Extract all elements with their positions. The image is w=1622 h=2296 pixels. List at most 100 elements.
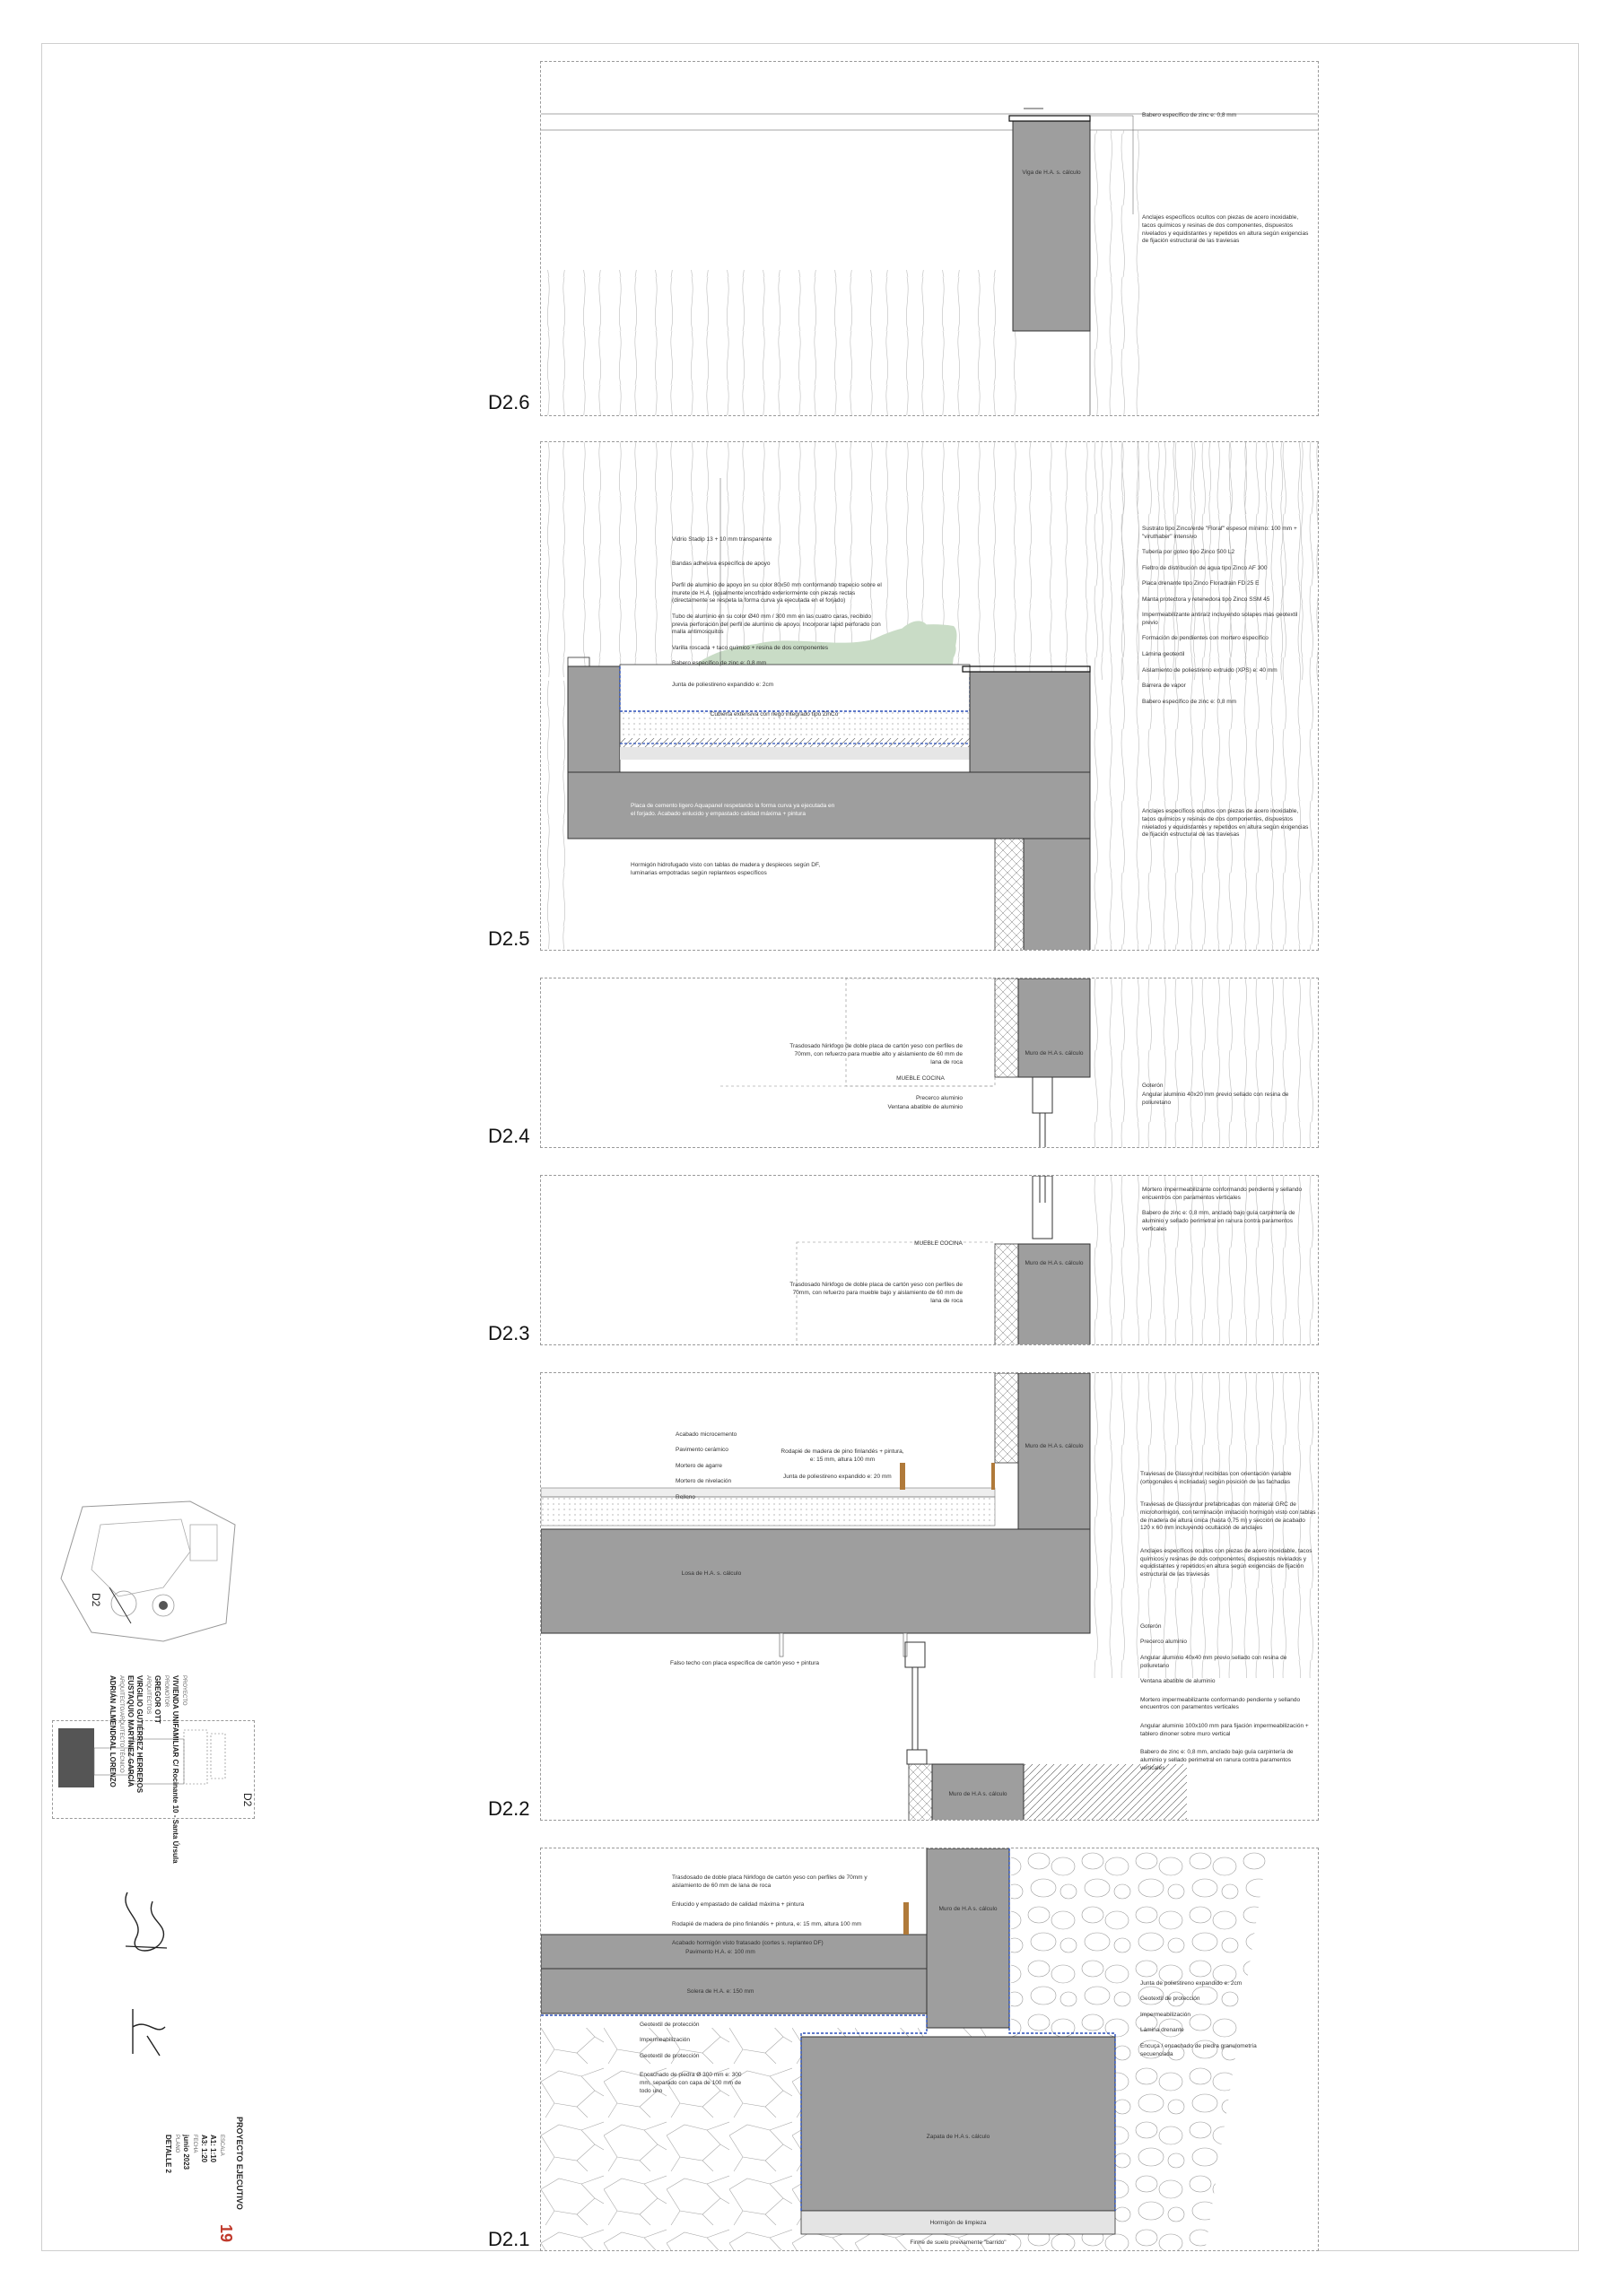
tb-arquitectos-label: ARQUITECTOS: [145, 1675, 151, 1715]
d2-5-left-note-6: Babero específico de zinc e: 0,8 mm: [672, 660, 767, 667]
tb-aparejador: ADRIÁN ALMENDRAL LORENZO: [109, 1675, 117, 1787]
d2-2-right-note-2: Traviesas de Glassyrdur prefabricadas co…: [1140, 1501, 1316, 1532]
d2-5-right-note-5: Manta protectora y retenedora tipo Zinco…: [1142, 596, 1270, 603]
d2-3-wall-label: Muro de H.A s. cálculo: [1025, 1260, 1084, 1266]
d2-1-right-note-3: Impermeabilización: [1140, 2011, 1190, 2018]
key-plan-drawing: [60, 1500, 236, 1642]
d2-1-blinding-label: Hormigón de limpieza: [929, 2220, 987, 2226]
title-block: PROYECTO VIVIENDA UNIFAMILIAR C/ Rocinan…: [56, 1668, 253, 2242]
d2-1-wall-label: Muro de H.A s. cálculo: [938, 1906, 998, 1912]
detail-tag-d2-5: D2.5: [488, 927, 530, 950]
d2-1-footing-label: Zapata de H.A s. cálculo: [926, 2134, 990, 2140]
d2-5-left-note-3: Perfil de aluminio de apoyo en su color …: [672, 581, 882, 604]
d2-5-drawing: [541, 442, 1318, 950]
key-plan-label: D2: [90, 1593, 102, 1607]
d2-5-right-note-11: Babero específico de zinc e: 0,8 mm: [1142, 698, 1237, 705]
d2-1-left-note-8: Encachado de piedra Ø 300 mm e: 300 mm, …: [640, 2072, 742, 2094]
d2-1-left-note-6: Impermeabilización: [640, 2037, 690, 2044]
tb-promotor-label: PROMOTOR: [163, 1675, 169, 1708]
d2-1-left-notes-top: Trasdosado de doble placa Nirkfogo de ca…: [672, 1866, 878, 1956]
detail-tag-d2-2: D2.2: [488, 1797, 530, 1820]
d2-1-right-note-1: Junta de poliestireno expandido e: 2cm: [1140, 1979, 1243, 1987]
d2-6-drawing: [541, 108, 1318, 415]
d2-2-left-note-5: Relleno: [676, 1493, 696, 1500]
detail-d2-1: Muro de H.A s. cálculo Pavimento H.A. e:…: [540, 1848, 1319, 2251]
d2-5-left-note-8: Placa de cemento ligero Aquapanel respet…: [631, 803, 835, 817]
tb-escala-1: A1: 1:10: [209, 2135, 217, 2163]
d2-5-right-notes: Sustrato tipo Zinco/erde "Floraf" espeso…: [1142, 517, 1312, 714]
d2-5-left-notes: Vidrio Stadip 13 + 10 mm transparente Ba…: [672, 528, 887, 698]
d2-4-drawing: [720, 978, 1318, 1147]
detail-tag-d2-1: D2.1: [488, 2228, 530, 2250]
d2-2-left-note-3: Mortero de agarre: [676, 1462, 723, 1469]
d2-5-left-note-9: Hormigón hidrofugado visto con tablas de…: [631, 862, 821, 876]
d2-5-right-note-8: Lámina geotextil: [1142, 651, 1185, 658]
d2-1-left-note-7: Geotextil de protección: [640, 2052, 700, 2059]
d2-3-cabinet-label: MUEBLE COCINA: [914, 1240, 963, 1247]
d2-1-left-note-2: Enlucido y empastado de calidad máxima +…: [672, 1901, 805, 1909]
tb-plano-label: PLANO: [174, 2135, 179, 2153]
d2-1-left-note-3: Rodapié de madera de pino finlandés + pi…: [672, 1920, 862, 1927]
d2-1-right-note-2: Geotextil de protección: [1140, 1996, 1200, 2003]
d2-2-drawing: [541, 1373, 1318, 1820]
d2-2-left-notes-stack: Acabado microcemento Pavimento cerámico …: [676, 1423, 783, 1509]
d2-5-right-note-9: Aislamiento de poliestireno extruido (XP…: [1142, 666, 1278, 674]
d2-4-right-note-1: Goterón: [1142, 1083, 1164, 1089]
d2-5-right-note-2: Tubería por goteo tipo Zinco 500 L2: [1142, 549, 1235, 556]
d2-2-left-note-4: Mortero de nivelación: [676, 1478, 732, 1485]
d2-5-right-note-6: Impermeabilizante antiraíz incluyendo so…: [1142, 612, 1298, 626]
d2-2-wall-label-upper: Muro de H.A s. cálculo: [1025, 1443, 1084, 1449]
d2-5-right-note-4: Placa drenante tipo Zinco Floradrain FD …: [1142, 580, 1260, 587]
d2-2-left-note-6: Rodapié de madera de pino finlandés + pi…: [780, 1448, 904, 1463]
signature-2-icon: [132, 2009, 166, 2057]
signature-1-icon: [125, 1892, 168, 1952]
d2-6-note-1: Babero específico de zinc e: 0,8 mm: [1142, 112, 1237, 118]
d2-5-left-note-2: Bandas adhesiva específica de apoyo: [672, 561, 771, 568]
key-section-drawing: [58, 1728, 226, 1787]
d2-3-right-note-1: Mortero impermeabilizante conformando pe…: [1142, 1187, 1303, 1201]
d2-5-left-note-7: Junta de poliestireno expandido e: 2cm: [672, 682, 774, 689]
tb-arquitecto-1: VIRGILIO GUTIÉRREZ HERREROS: [135, 1675, 144, 1794]
d2-1-right-note-5: Encuça / encachado de piedra granulometr…: [1140, 2042, 1257, 2057]
d2-2-right-note-4: Goterón: [1140, 1622, 1162, 1630]
tb-aparejador-label: ARQUITECTO/ARQUITECTO TÉCNICO: [118, 1675, 124, 1773]
d2-5-left-note-4: Tubo de aluminio en su color Ø40 mm / 30…: [672, 613, 881, 636]
d2-1-subgrade-label: Firme de suelo previamente "barrido": [910, 2239, 1007, 2246]
detail-d2-5: Cubierta extensiva con riego integrado t…: [540, 441, 1319, 951]
d2-1-left-note-5: Geotextil de protección: [640, 2021, 700, 2028]
d2-3-left-note-1: Trasdosado Nirkfogo de doble placa de ca…: [789, 1282, 963, 1304]
d2-1-right-note-4: Lámina drenante: [1140, 2027, 1184, 2034]
d2-4-right-note-2: Angular aluminio 40x20 mm previo sellado…: [1142, 1091, 1289, 1106]
d2-2-left-note-7: Junta de poliestireno expandido e: 20 mm: [783, 1474, 892, 1480]
tb-escala-label: ESCALA: [219, 2135, 224, 2156]
d2-5-left-note-1: Vidrio Stadip 13 + 10 mm transparente: [672, 535, 772, 543]
d2-4-wall-label: Muro de H.A s. cálculo: [1025, 1050, 1084, 1057]
d2-5-right-note-3: Fieltro de distribución de agua tipo Zin…: [1142, 564, 1268, 571]
d2-5-right-note-7: Formación de pendientes con mortero espe…: [1142, 635, 1269, 642]
tb-plano-num: 19: [217, 2224, 235, 2243]
d2-1-right-notes: Junta de poliestireno expandido e: 2cm G…: [1140, 1972, 1266, 2066]
tb-fecha-label: FECHA: [192, 2135, 197, 2153]
d2-2-wall-label-lower: Muro de H.A s. cálculo: [948, 1791, 1007, 1797]
detail-d2-2: Losa de H.A. s. cálculo Muro de H.A s. c…: [540, 1372, 1319, 1821]
detail-tag-d2-6: D2.6: [488, 391, 530, 413]
d2-2-right-note-7: Ventana abatible de aluminio: [1140, 1678, 1216, 1685]
d2-2-right-note-3: Anclajes específicos ocultos con piezas …: [1140, 1547, 1312, 1578]
d2-3-drawing: [796, 1176, 1318, 1344]
key-section-strip: D2: [52, 1720, 255, 1819]
d2-2-right-notes-top: Traviesas de Glassyrdur recibidas con or…: [1140, 1463, 1316, 1587]
d2-4-cabinet-label: MUEBLE COCINA: [896, 1075, 945, 1082]
d2-3-right-note-2: Babero de zinc e: 0,8 mm, anclado bajo g…: [1142, 1210, 1295, 1232]
d2-6-beam-label: Viga de H.A. s. cálculo: [1022, 170, 1081, 176]
key-plan: D2: [56, 1489, 244, 1650]
d2-2-right-note-5: Precerco aluminio: [1140, 1639, 1188, 1646]
tb-plano: DETALLE 2: [164, 2135, 172, 2173]
tb-fecha: junio 2023: [182, 2135, 190, 2170]
d2-2-left-note-1: Acabado microcemento: [676, 1431, 737, 1438]
d2-2-left-note-8: Falso techo con placa específica de cart…: [670, 1660, 820, 1666]
detail-tag-d2-3: D2.3: [488, 1322, 530, 1344]
d2-1-drawing: [541, 1848, 1318, 2250]
d2-1-left-note-1: Trasdosado de doble placa Nirkfogo de ca…: [672, 1874, 868, 1889]
d2-1-left-note-4: Acabado hormigón visto fratasado (cortes…: [672, 1940, 824, 1947]
d2-2-right-note-10: Babero de zinc e: 0,8 mm, anclado bajo g…: [1140, 1749, 1294, 1771]
